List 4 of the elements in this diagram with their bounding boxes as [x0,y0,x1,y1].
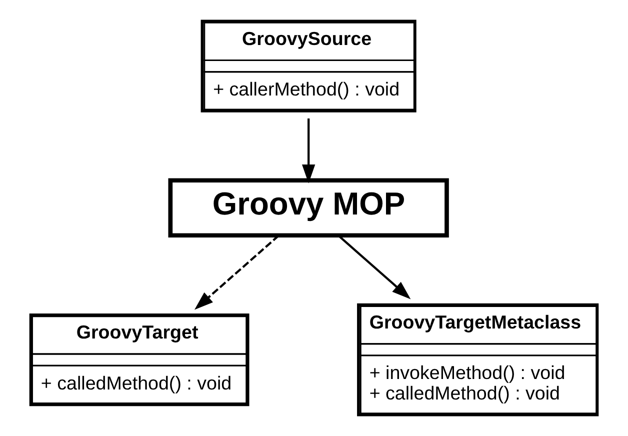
node-box: Groovy MOP [168,178,449,238]
arrow [302,118,316,184]
arrow [194,234,280,310]
arrow [338,234,411,300]
